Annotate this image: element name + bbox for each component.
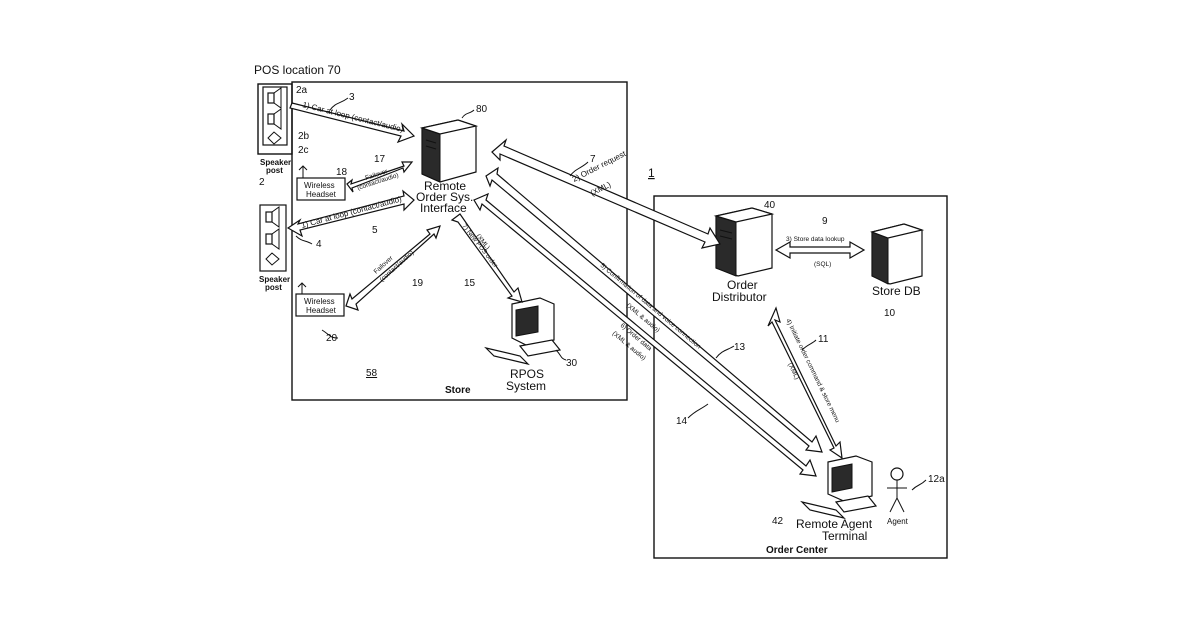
speaker-post-label-top-2: post bbox=[266, 166, 283, 175]
ref-58: 58 bbox=[366, 368, 378, 379]
headset-18-label-2: Headset bbox=[306, 190, 337, 199]
ref-40: 40 bbox=[764, 200, 776, 211]
ref-80: 80 bbox=[476, 104, 488, 115]
speaker-post-bottom bbox=[260, 205, 286, 271]
store-data-lookup-label-2: (SQL) bbox=[814, 261, 831, 268]
ref-2b: 2b bbox=[298, 131, 310, 142]
ref-5: 5 bbox=[372, 225, 378, 236]
agent-label: Agent bbox=[887, 517, 909, 526]
arrow-store-data-lookup bbox=[776, 242, 864, 258]
speaker-icon bbox=[268, 114, 274, 124]
speaker-icon bbox=[268, 93, 274, 103]
speaker-icon bbox=[266, 212, 272, 222]
ref-42: 42 bbox=[772, 516, 784, 527]
remote-agent-terminal bbox=[802, 456, 876, 518]
ref-12a: 12a bbox=[928, 474, 945, 485]
agent-figure bbox=[887, 468, 907, 512]
order-center-label: Order Center bbox=[766, 545, 828, 556]
ref-2: 2 bbox=[259, 177, 265, 188]
ref-17: 17 bbox=[374, 154, 386, 165]
ref-10: 10 bbox=[884, 308, 896, 319]
store-data-lookup-label-1: 3) Store data lookup bbox=[786, 236, 845, 243]
headset-20-label-1: Wireless bbox=[304, 297, 335, 306]
headset-18-label-1: Wireless bbox=[304, 181, 335, 190]
remote-order-interface-server bbox=[422, 120, 476, 182]
ref-1: 1 bbox=[648, 166, 655, 180]
speaker-post-top bbox=[258, 84, 292, 154]
arrow-order-request bbox=[492, 140, 720, 248]
ref-30: 30 bbox=[566, 358, 578, 369]
ref-11: 11 bbox=[818, 334, 829, 345]
ref-13: 13 bbox=[734, 342, 746, 353]
car-at-loop-top-label: 1) Car at loop (contact/audio) bbox=[302, 100, 405, 134]
ref-3: 3 bbox=[349, 92, 355, 103]
store-label: Store bbox=[445, 385, 471, 396]
ref-14: 14 bbox=[676, 416, 688, 427]
new-pos-order-label: 7) New POS order bbox=[460, 223, 499, 270]
headset-20-label-2: Headset bbox=[306, 306, 337, 315]
agent-terminal-label-2: Terminal bbox=[822, 529, 867, 543]
initiate-order-label-2: (XML) bbox=[786, 362, 800, 381]
rpos-label-2: System bbox=[506, 379, 546, 393]
antenna-icon bbox=[299, 166, 307, 178]
ref-7: 7 bbox=[590, 154, 596, 165]
ref-2c: 2c bbox=[298, 145, 309, 156]
order-distributor-server bbox=[716, 208, 772, 276]
store-db-server bbox=[872, 224, 922, 284]
order-request-label-1: 2) Order request bbox=[571, 149, 628, 184]
ref-2a: 2a bbox=[296, 85, 308, 96]
antenna-icon bbox=[298, 283, 306, 294]
rpos-terminal bbox=[486, 298, 560, 364]
ref-15: 15 bbox=[464, 278, 476, 289]
speaker-icon bbox=[266, 234, 272, 244]
store-db-label: Store DB bbox=[872, 284, 921, 298]
distributor-label-2: Distributor bbox=[712, 290, 767, 304]
speaker-post-label-bottom-2: post bbox=[265, 283, 282, 292]
ref-18: 18 bbox=[336, 167, 348, 178]
ref-4: 4 bbox=[316, 239, 322, 250]
ref-19: 19 bbox=[412, 278, 424, 289]
ref-9: 9 bbox=[822, 216, 828, 227]
pos-location-label: POS location 70 bbox=[254, 63, 341, 77]
remote-order-label-3: Interface bbox=[420, 201, 467, 215]
